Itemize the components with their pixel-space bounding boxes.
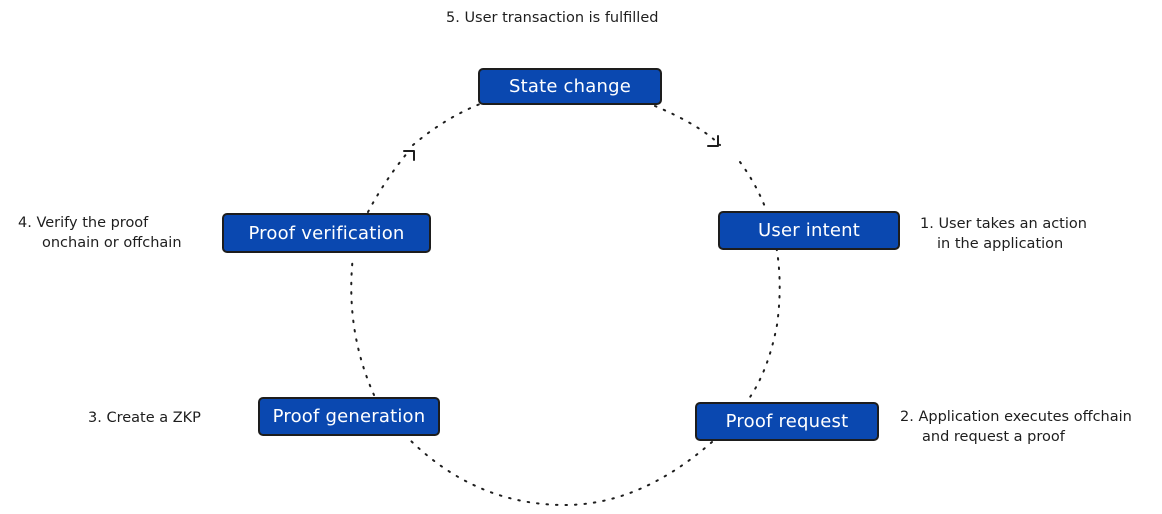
node-state-change-label: State change [508,76,631,97]
note-step-1-line-1: 1. User takes an action [920,216,1087,232]
note-step-4-line-2: onchain or offchain [42,235,182,251]
node-user-intent: User intent [718,211,900,250]
edge-bottom-arc [407,437,713,507]
note-step-2-line-2: and request a proof [922,429,1065,445]
node-proof-generation-label: Proof generation [272,406,426,427]
node-proof-verification-label: Proof verification [248,222,405,244]
note-step-4: 4. Verify the proof onchain or offchain [18,213,182,253]
note-step-3-line-1: 3. Create a ZKP [88,410,201,426]
edge-state-change-to-user-intent [654,105,721,146]
edge-right-arc [739,161,781,401]
note-step-1: 1. User takes an action in the applicati… [920,214,1087,254]
note-step-4-line-1: 4. Verify the proof [18,215,149,231]
edge-top-left-arc [367,103,481,213]
node-proof-request-label: Proof request [725,411,849,432]
node-proof-generation: Proof generation [258,397,440,436]
node-state-change: State change [478,68,662,105]
node-proof-verification: Proof verification [222,213,431,253]
arrowhead-to-user-intent [707,135,719,147]
note-step-2-line-1: 2. Application executes offchain [900,409,1132,425]
note-step-1-line-2: in the application [937,236,1064,252]
note-step-3: 3. Create a ZKP [88,408,201,428]
node-proof-request: Proof request [695,402,879,441]
note-step-5: 5. User transaction is fulfilled [446,8,658,28]
note-step-2: 2. Application executes offchain and req… [900,407,1132,447]
note-step-5-line-1: 5. User transaction is fulfilled [446,10,659,26]
node-user-intent-label: User intent [758,220,860,241]
edge-left-arc [350,255,375,396]
arrowhead-to-state-change [403,150,415,161]
